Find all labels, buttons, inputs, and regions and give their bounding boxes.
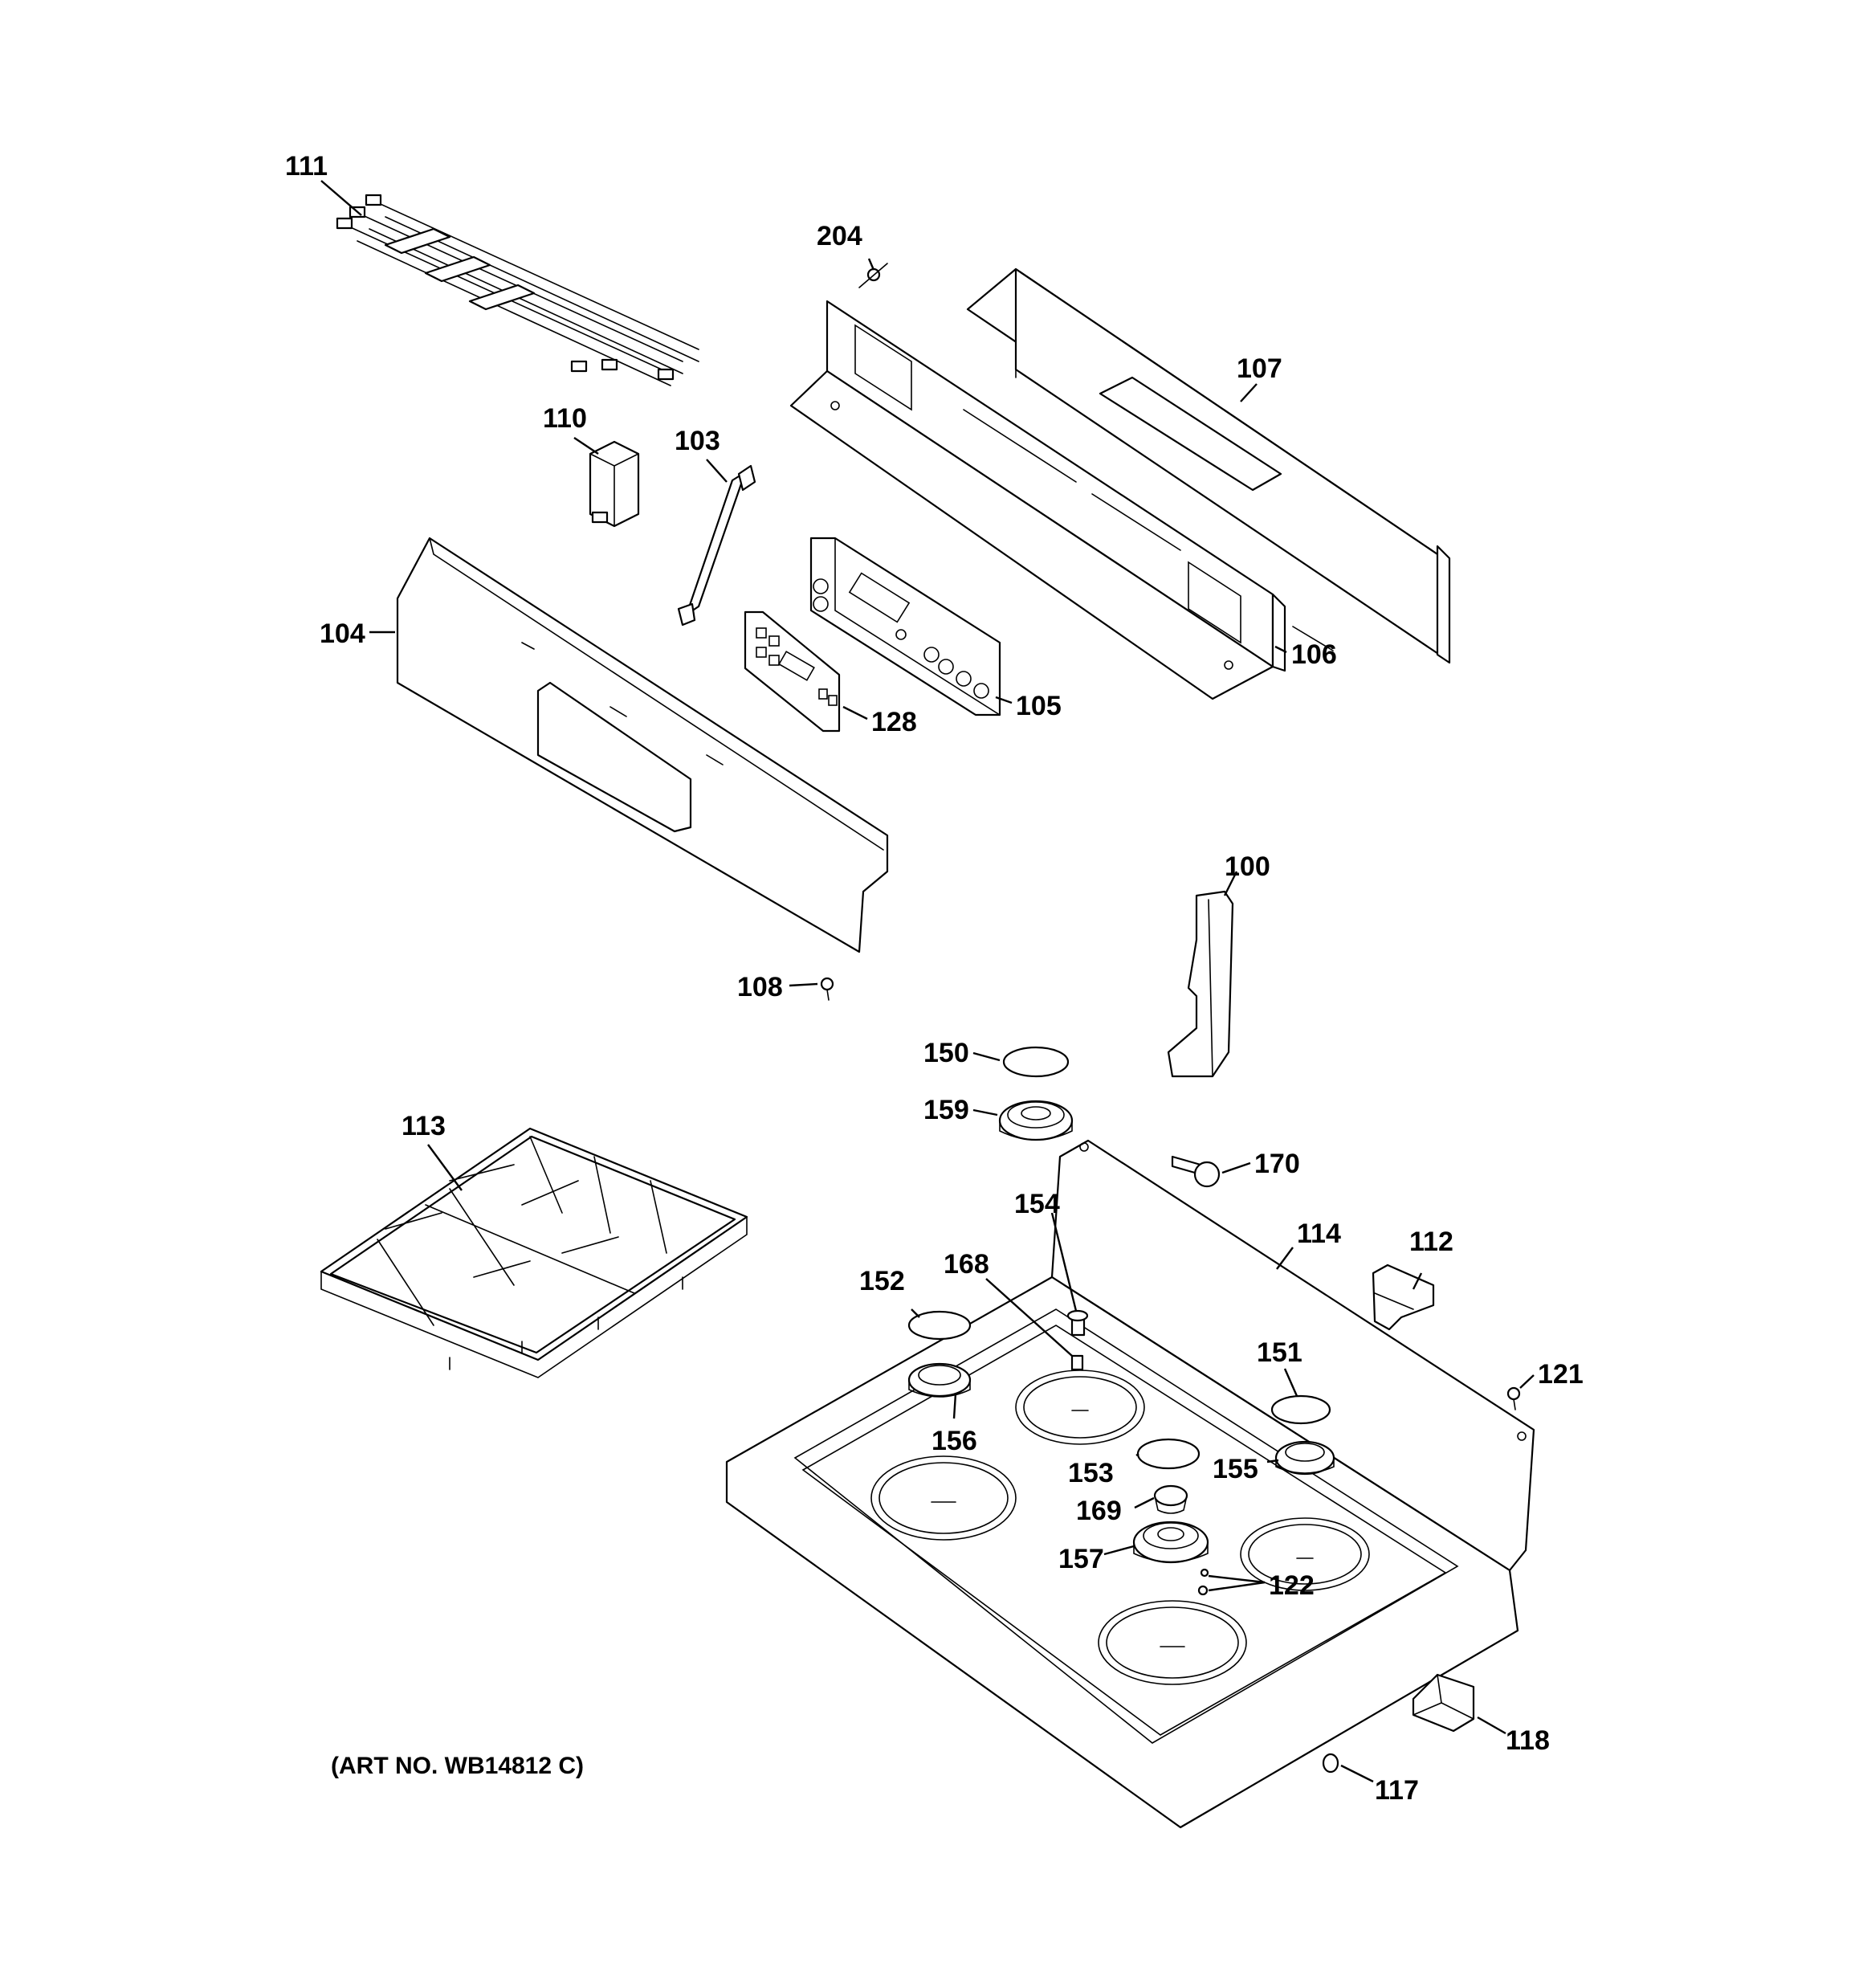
- part-156-burner-head[interactable]: [907, 1362, 972, 1398]
- part-107-vent-cover[interactable]: [966, 267, 1451, 664]
- part-103-bracket[interactable]: [677, 464, 756, 627]
- part-128-keypad[interactable]: [744, 610, 841, 733]
- label-108: 108: [737, 972, 783, 1002]
- part-labels: 111 204 107 110 103 104 106 105 128 108 …: [285, 151, 1584, 1806]
- label-114: 114: [1297, 1219, 1341, 1249]
- label-153: 153: [1068, 1458, 1114, 1488]
- label-117: 117: [1375, 1775, 1419, 1806]
- part-108-screw[interactable]: [820, 977, 834, 1001]
- label-154: 154: [1014, 1189, 1060, 1219]
- part-112-bracket[interactable]: [1372, 1263, 1435, 1331]
- part-100-side-trim[interactable]: [1167, 890, 1234, 1078]
- part-110-relay[interactable]: [589, 440, 640, 528]
- part-157-burner-head[interactable]: [1132, 1521, 1209, 1564]
- part-159-burner-head[interactable]: [998, 1100, 1074, 1141]
- burner-well-left-front: [870, 1455, 1017, 1541]
- burner-well-right-rear: [1240, 1517, 1370, 1591]
- part-168-spark-electrode[interactable]: [1070, 1354, 1084, 1371]
- leader-lines: [320, 180, 1535, 1783]
- part-152-burner-cap[interactable]: [907, 1310, 972, 1341]
- part-170-screw[interactable]: [1171, 1155, 1221, 1188]
- label-105: 105: [1016, 691, 1062, 721]
- part-114-cooktop[interactable]: [725, 1139, 1535, 1829]
- label-152: 152: [859, 1266, 905, 1296]
- art-number: (ART NO. WB14812 C): [331, 1753, 584, 1779]
- label-170: 170: [1254, 1149, 1300, 1179]
- part-155-burner-head[interactable]: [1274, 1440, 1335, 1476]
- part-106-manifold-panel[interactable]: [789, 300, 1286, 700]
- label-169: 169: [1076, 1496, 1122, 1526]
- label-106: 106: [1291, 639, 1337, 670]
- label-155: 155: [1213, 1454, 1258, 1484]
- part-105-control-board[interactable]: [809, 537, 1001, 716]
- label-168: 168: [944, 1249, 989, 1280]
- label-121: 121: [1538, 1359, 1584, 1390]
- part-117-nut[interactable]: [1322, 1753, 1339, 1774]
- label-113: 113: [402, 1111, 446, 1141]
- part-104-backguard-panel[interactable]: [396, 537, 889, 953]
- part-154-electrode[interactable]: [1066, 1309, 1089, 1337]
- label-150: 150: [923, 1038, 969, 1068]
- label-100: 100: [1225, 851, 1270, 882]
- label-107: 107: [1237, 353, 1282, 384]
- part-151-burner-cap[interactable]: [1270, 1394, 1331, 1425]
- part-113-grate[interactable]: [320, 1127, 748, 1378]
- label-118: 118: [1506, 1725, 1550, 1756]
- part-122-screws[interactable]: [1197, 1568, 1209, 1596]
- part-118-leveling-foot[interactable]: [1412, 1673, 1475, 1733]
- label-204: 204: [817, 221, 862, 251]
- part-169-burner-ring[interactable]: [1153, 1484, 1188, 1514]
- burner-well-right-front: [1098, 1600, 1247, 1685]
- label-104: 104: [320, 618, 365, 649]
- label-156: 156: [932, 1426, 977, 1456]
- part-111-wire-harness[interactable]: [336, 194, 699, 386]
- part-153-burner-cap[interactable]: [1136, 1438, 1201, 1470]
- label-128: 128: [871, 707, 917, 737]
- label-110: 110: [543, 403, 587, 434]
- part-121-screw[interactable]: [1506, 1386, 1521, 1410]
- label-111: 111: [285, 151, 328, 182]
- label-151: 151: [1257, 1337, 1302, 1368]
- label-157: 157: [1058, 1544, 1104, 1574]
- label-103: 103: [675, 426, 720, 456]
- part-150-burner-cap[interactable]: [1002, 1046, 1070, 1078]
- label-112: 112: [1409, 1227, 1453, 1257]
- label-122: 122: [1269, 1570, 1315, 1601]
- label-159: 159: [923, 1095, 969, 1125]
